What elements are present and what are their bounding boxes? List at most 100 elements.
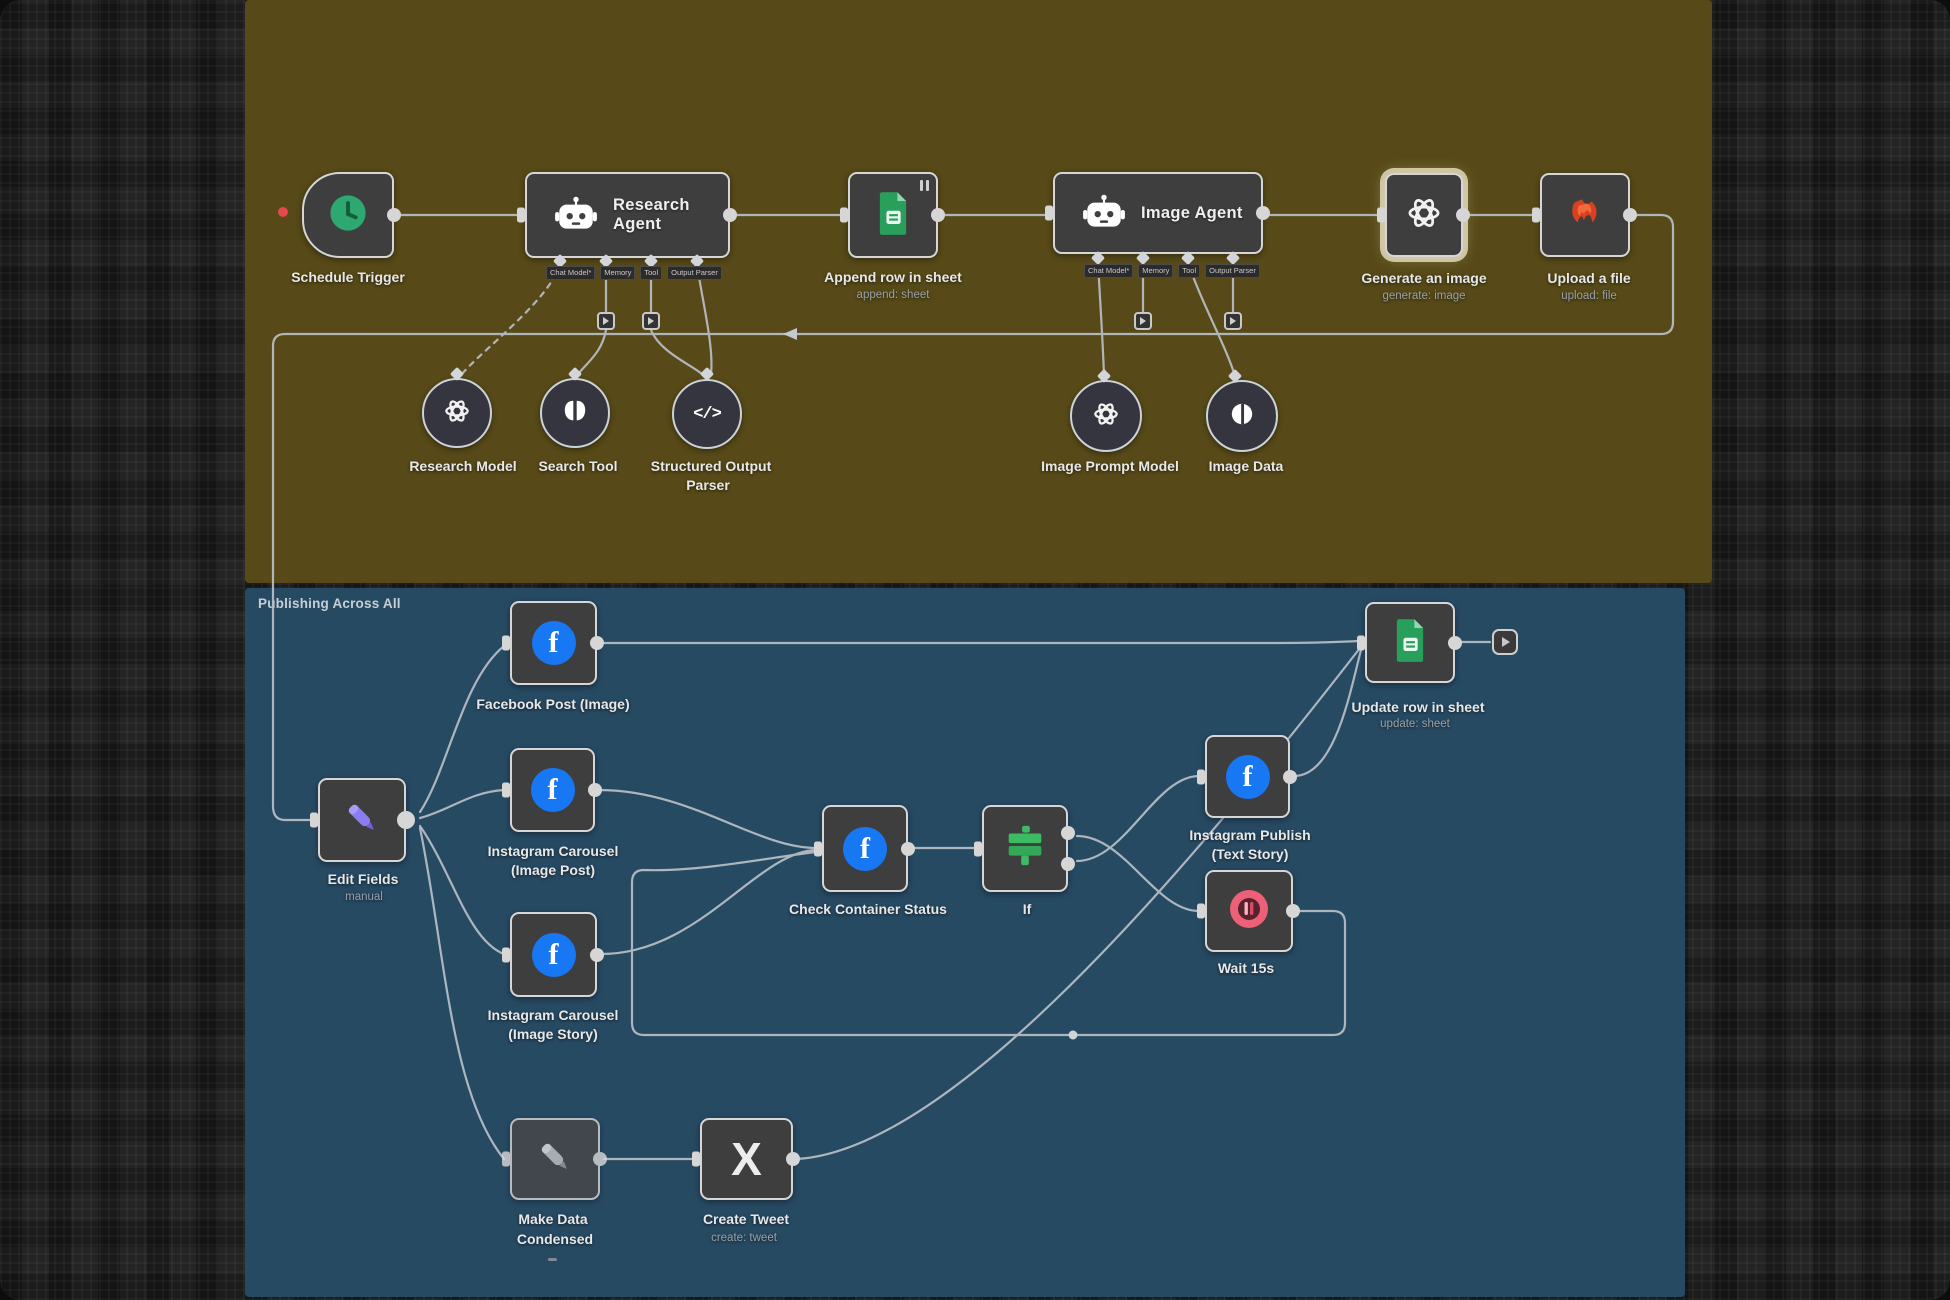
node-label: Generate an image [1361, 270, 1487, 286]
node-schedule-trigger[interactable] [302, 172, 401, 258]
openai-icon [439, 393, 475, 434]
pencil-icon-gray [532, 1134, 578, 1185]
node-structured-output-parser[interactable]: </> [672, 379, 742, 449]
pinned-data-icon [920, 180, 929, 191]
output-connector[interactable] [1448, 635, 1462, 650]
sticky-note-publish-title: Publishing Across All [258, 596, 401, 611]
node-label-line2: (Image Post) [510, 862, 596, 878]
node-label: Check Container Status [789, 901, 947, 917]
output-connector[interactable] [931, 208, 945, 222]
clock-icon [326, 191, 370, 240]
node-image-prompt-model[interactable] [1070, 380, 1142, 452]
node-sublabel: manual [345, 891, 383, 903]
openai-icon [1401, 190, 1447, 241]
node-label-line2: (Image Story) [508, 1026, 598, 1042]
node-if[interactable] [974, 805, 1075, 892]
node-instagram-carousel-story[interactable]: f [502, 912, 604, 997]
output-connector[interactable] [593, 1152, 607, 1166]
wait-clock-icon [1227, 887, 1271, 936]
node-facebook-post-image[interactable]: f [502, 601, 604, 685]
node-image-data[interactable] [1206, 380, 1278, 452]
output-connector[interactable] [397, 811, 415, 829]
input-connector[interactable] [502, 635, 510, 651]
output-connector[interactable] [1286, 904, 1300, 918]
node-instagram-carousel-post[interactable]: f [502, 748, 602, 832]
half-circle-icon [1225, 397, 1259, 436]
add-memory-button[interactable] [597, 312, 615, 330]
node-title: Image Agent [1141, 203, 1243, 222]
output-connector[interactable] [1623, 208, 1637, 222]
node-label: Make Data [518, 1211, 588, 1227]
node-label: Edit Fields [327, 871, 399, 887]
input-connector[interactable] [502, 1151, 510, 1167]
node-label: Search Tool [538, 458, 618, 474]
node-append-sheet[interactable] [840, 172, 945, 258]
sticky-note-research[interactable] [245, 0, 1712, 583]
node-generate-image[interactable] [1377, 173, 1470, 257]
node-search-tool[interactable] [540, 378, 610, 448]
output-connector[interactable] [786, 1152, 800, 1166]
node-check-container-status[interactable]: f [814, 805, 915, 892]
facebook-icon: f [843, 826, 887, 871]
output-connector[interactable] [590, 636, 604, 650]
node-wait[interactable] [1197, 870, 1300, 952]
node-label-line2: Condensed [516, 1231, 594, 1247]
output-connector[interactable] [723, 208, 737, 222]
node-label: Image Data [1208, 458, 1284, 474]
input-connector[interactable] [974, 841, 982, 856]
input-connector[interactable] [1045, 205, 1053, 221]
node-label: If [1022, 901, 1032, 917]
input-connector[interactable] [1377, 207, 1385, 223]
output-connector[interactable] [901, 841, 915, 856]
add-tool-button[interactable] [642, 312, 660, 330]
input-connector[interactable] [517, 207, 525, 223]
input-connector[interactable] [1197, 769, 1205, 784]
input-connector[interactable] [502, 782, 510, 798]
node-label: Upload a file [1547, 270, 1631, 286]
node-label: Instagram Carousel [487, 843, 619, 859]
node-sublabel: create: tweet [711, 1232, 777, 1244]
output-connector[interactable] [1456, 208, 1470, 222]
execution-error-dot [278, 207, 288, 217]
output-connector[interactable] [1256, 206, 1270, 220]
node-image-agent[interactable]: Image Agent [1045, 172, 1270, 254]
add-memory-button[interactable] [1134, 312, 1152, 330]
google-sheets-icon [1388, 617, 1432, 668]
input-connector[interactable] [692, 1151, 700, 1167]
output-false-connector[interactable] [1061, 857, 1075, 872]
next-step-button[interactable] [1492, 629, 1518, 655]
input-connector[interactable] [502, 947, 510, 962]
output-true-connector[interactable] [1061, 825, 1075, 840]
add-tool-button[interactable] [1224, 312, 1242, 330]
node-upload-file[interactable] [1532, 173, 1637, 257]
output-connector[interactable] [1283, 769, 1297, 784]
input-connector[interactable] [814, 841, 822, 856]
input-connector[interactable] [310, 812, 318, 828]
node-instagram-publish[interactable]: f [1197, 735, 1297, 818]
node-make-data-condensed[interactable] [502, 1118, 607, 1200]
node-label: Append row in sheet [824, 269, 962, 285]
node-update-sheet[interactable] [1357, 602, 1462, 683]
node-edit-fields[interactable] [310, 778, 415, 862]
node-label: Facebook Post (Image) [476, 696, 630, 712]
node-research-model[interactable] [422, 378, 492, 448]
output-connector[interactable] [387, 208, 401, 222]
input-connector[interactable] [1197, 903, 1205, 919]
node-create-tweet[interactable]: X [692, 1118, 800, 1200]
input-connector[interactable] [1532, 207, 1540, 223]
robot-icon [553, 194, 599, 237]
node-sublabel: append: sheet [856, 289, 930, 301]
brain-icon [558, 394, 592, 433]
input-connector[interactable] [840, 207, 848, 223]
node-label: Instagram Publish [1189, 827, 1311, 843]
facebook-icon: f [1225, 754, 1270, 799]
node-research-agent[interactable]: Research Agent [517, 172, 737, 258]
node-sublabel: update: sheet [1380, 718, 1450, 730]
input-connector[interactable] [1357, 635, 1365, 650]
node-label: Image Prompt Model [1041, 458, 1179, 474]
sticky-note-publish[interactable] [245, 588, 1685, 1297]
output-connector[interactable] [588, 783, 602, 797]
output-connector[interactable] [590, 947, 604, 962]
